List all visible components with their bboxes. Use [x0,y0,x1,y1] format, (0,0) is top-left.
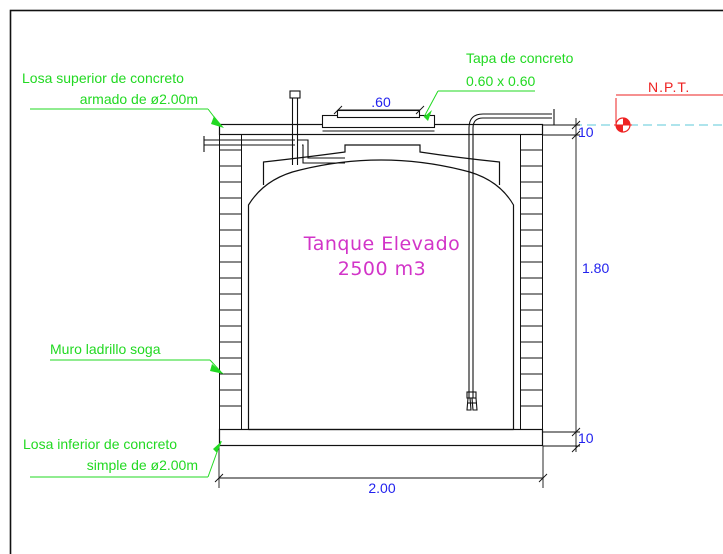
right-brick-wall [520,134,543,430]
dimension-lines [214,105,581,488]
label-bottom-slab-line2: simple de ø2.00m [87,457,198,473]
leader-arrowheads [210,110,432,453]
inlet-pipe-left [203,136,345,164]
leader-lines [30,90,535,478]
label-lid-line1: Tapa de concreto [466,50,574,66]
dim-bottom-slab-thickness: 10 [578,430,594,446]
dim-lid-width: .60 [371,94,391,110]
bottom-slab [218,428,544,447]
vent-pipe [289,90,301,165]
tank-body [247,144,515,431]
dim-width: 2.00 [368,480,395,496]
dim-top-slab-thickness: 10 [578,124,594,140]
label-wall: Muro ladrillo soga [50,341,161,357]
drawing-border [9,9,723,554]
outlet-pipe-right [466,109,555,411]
tank-title-line2: 2500 m3 [338,258,427,280]
left-brick-wall [219,134,242,430]
label-bottom-slab-line1: Losa inferior de concreto [23,436,177,452]
level-marker-label: N.P.T. [648,79,690,95]
concrete-lid [321,109,436,132]
level-marker-symbol [614,94,723,133]
dim-height: 1.80 [582,260,609,276]
tank-title-line1: Tanque Elevado [303,233,461,255]
label-top-slab-line1: Losa superior de concreto [22,70,184,86]
label-lid-line2: 0.60 x 0.60 [466,73,535,89]
label-top-slab-line2: armado de ø2.00m [80,91,198,107]
